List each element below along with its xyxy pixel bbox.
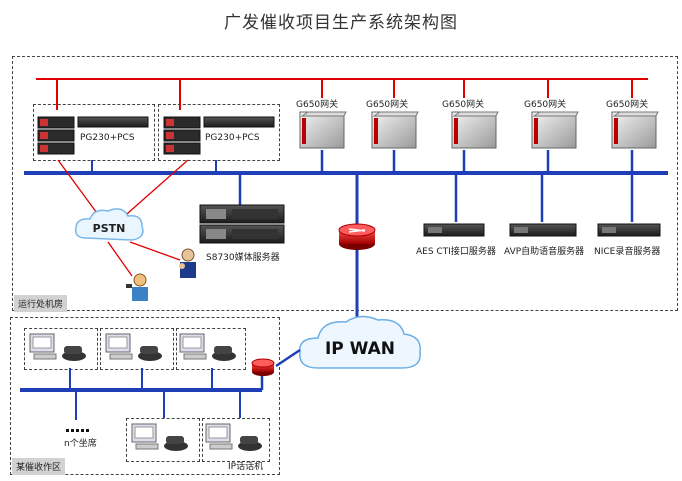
red-top-bus [36,78,648,110]
g650-label-1: G650网关 [296,100,339,110]
pg-gateway-group-2 [158,104,280,161]
more-seats-dots [66,429,89,432]
pg-gateway-group-1 [33,104,155,161]
workstation-icons [29,333,262,451]
caller-person-icon-2 [126,273,148,301]
ops-zone-label: 运行处机房 [14,295,68,312]
n-seats-label: n个坐席 [64,439,97,449]
pstn-cloud-icon [74,208,144,241]
page-title: 广发催收项目生产系统架构图 [224,13,458,33]
g650-boxes [299,111,659,149]
g650-label-4: G650网关 [524,100,567,110]
g650-label-5: G650网关 [606,100,649,110]
agent-zone-border [10,317,280,475]
nice-server-label: NICE录音服务器 [594,247,661,257]
ops-zone-border [12,56,678,311]
pg-gateway-label-1: PG230+PCS [80,133,135,143]
g650-label-2: G650网关 [366,100,409,110]
caller-person-icon-1 [179,248,196,278]
g650-label-3: G650网关 [442,100,485,110]
agent-group-4 [126,418,200,462]
s8730-server-icon [199,204,285,244]
agent-group-5 [202,418,270,462]
agent-zone-label: 某催收作区 [12,458,66,475]
agent-router-icon [251,358,275,376]
ops-lan-bus [24,150,668,322]
pg-gateway-label-2: PG230+PCS [205,133,260,143]
pstn-label: PSTN [93,222,126,235]
agent-group-2 [100,328,174,370]
pg230-device-1 [37,116,149,155]
wan-agent-link [275,348,301,368]
aes-server-label: AES CTI接口服务器 [416,247,496,257]
ip-wan-label: IP WAN [325,339,395,359]
nice-server-icon [597,223,661,237]
pg230-device-2 [163,116,275,155]
pstn-links [57,159,189,277]
agent-lan-bus [20,368,264,420]
s8730-label: S8730媒体服务器 [206,253,280,263]
avp-server-label: AVP自助语音服务器 [504,247,585,257]
aes-server-icon [423,223,485,237]
agent-group-1 [24,328,98,370]
core-router-icon [338,223,376,250]
avp-server-icon [509,223,577,237]
ip-wan-cloud-icon [299,315,421,369]
ip-phone-label: IP话话机 [228,462,264,472]
